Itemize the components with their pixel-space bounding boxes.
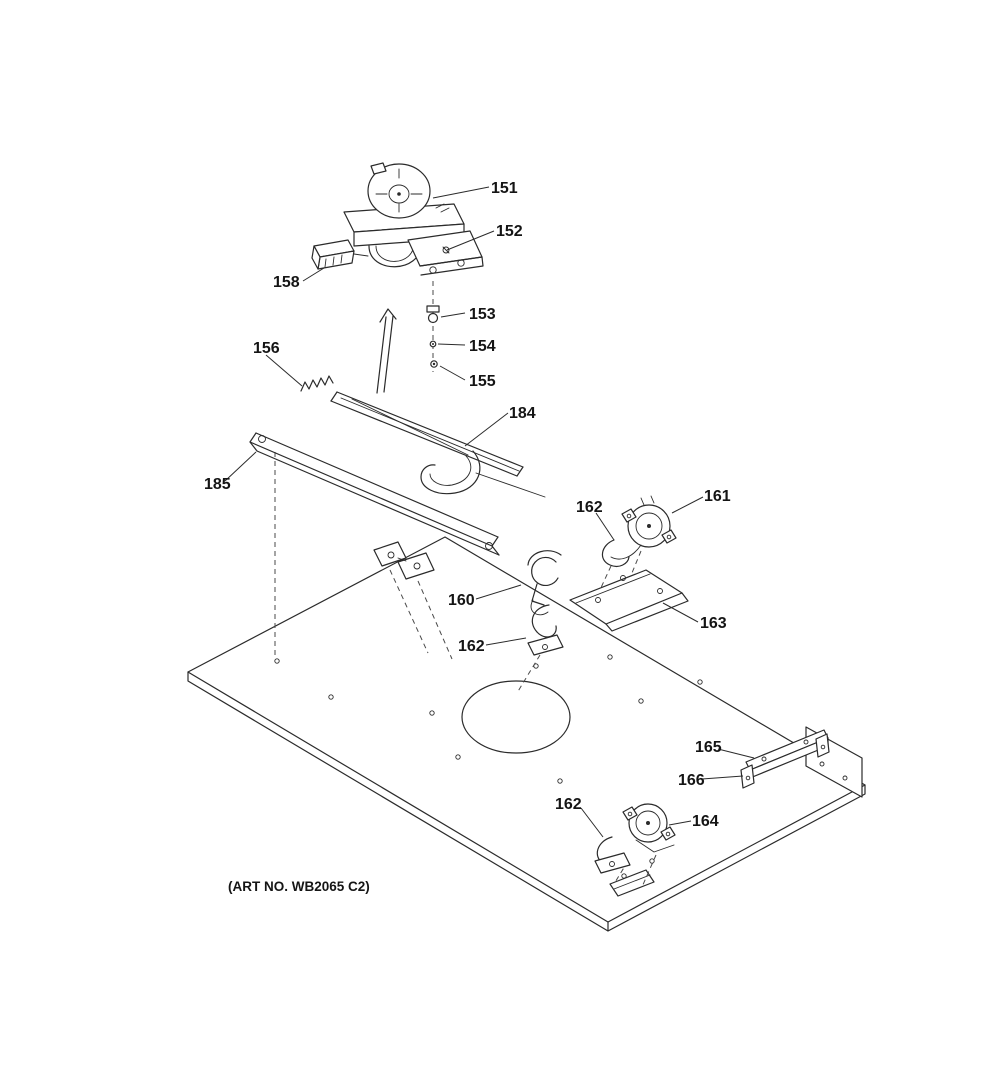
part-label-162a: 162: [576, 499, 603, 516]
leader-lines: [224, 186, 755, 838]
leader-156: [265, 354, 303, 387]
clamp-162a: [601, 539, 630, 568]
part-label-162c: 162: [555, 796, 582, 813]
leader-162a: [595, 512, 615, 541]
leader-185: [224, 451, 257, 482]
leader-161: [671, 496, 704, 514]
leader-184: [464, 412, 509, 447]
leader-155: [439, 365, 466, 381]
part-label-152: 152: [496, 223, 523, 240]
leader-164: [668, 820, 692, 826]
part-label-164: 164: [692, 813, 719, 830]
part-label-163: 163: [700, 615, 727, 632]
leader-152: [446, 230, 495, 251]
part-label-156: 156: [253, 340, 280, 357]
spring-156: [300, 375, 334, 392]
clamp-162c: [594, 836, 631, 874]
art-number: (ART NO. WB2065 C2): [228, 879, 370, 894]
thermostat-164: [622, 803, 676, 853]
part-label-158: 158: [273, 274, 300, 291]
leader-154: [437, 343, 466, 346]
fastener-stack: [426, 305, 440, 368]
valve-153: [426, 305, 440, 313]
part-label-160: 160: [448, 592, 475, 609]
part-label-154: 154: [469, 338, 496, 355]
timer-mounting-bracket-152: [407, 230, 484, 276]
rail-clip-brackets: [373, 541, 435, 580]
latch-lever-184: [330, 308, 546, 498]
part-label-184: 184: [509, 405, 536, 422]
bracket-165-166: [740, 729, 830, 789]
panel-front-mounting-bracket: [609, 869, 655, 897]
connector-158: [311, 239, 369, 270]
panel-large-hole: [461, 680, 571, 754]
timer-knob-icon: [367, 163, 431, 219]
part-label-155: 155: [469, 373, 496, 390]
leader-162b: [485, 637, 527, 646]
leader-160: [475, 584, 522, 600]
part-labels: 151 152 158 153 154 155 156 184 185 162 …: [204, 180, 731, 830]
support-rail-185: [249, 432, 500, 580]
thermostat-161: [610, 495, 677, 560]
part-label-153: 153: [469, 306, 496, 323]
panel-small-holes: [274, 654, 703, 879]
leader-165: [717, 748, 755, 759]
leader-166: [701, 775, 744, 780]
part-label-165: 165: [695, 739, 722, 756]
part-label-166: 166: [678, 772, 705, 789]
leader-158: [302, 267, 325, 282]
timer-motor-assembly: [343, 162, 484, 276]
leader-162c: [580, 807, 604, 838]
leader-151: [432, 186, 490, 199]
mounting-plate-163: [569, 569, 689, 632]
part-label-162b: 162: [458, 638, 485, 655]
part-label-151: 151: [491, 180, 518, 197]
clamp-162b: [527, 604, 564, 656]
part-label-185: 185: [204, 476, 231, 493]
leader-153: [440, 312, 466, 318]
leader-163: [662, 602, 699, 623]
part-label-161: 161: [704, 488, 731, 505]
main-panel: [187, 536, 866, 932]
